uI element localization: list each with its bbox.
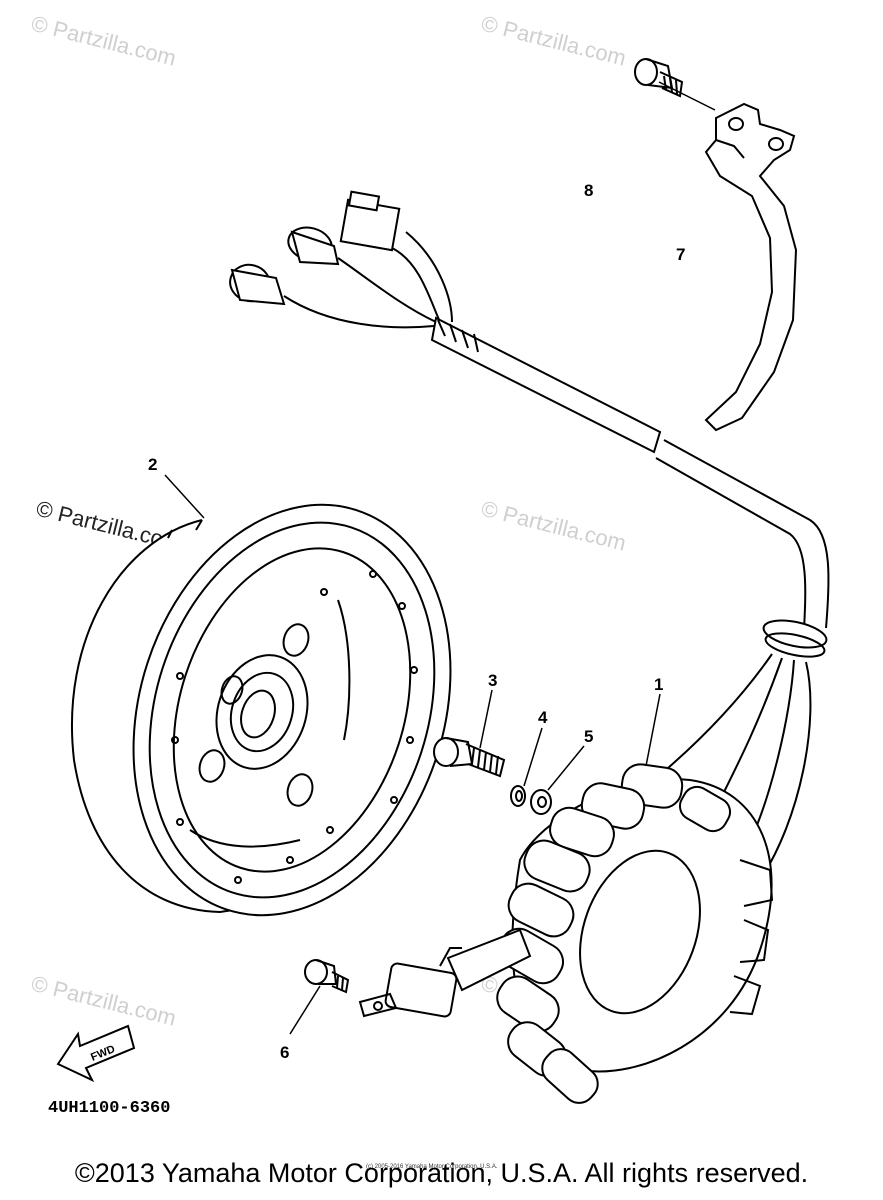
part-8-bolt[interactable] [634, 58, 684, 98]
small-copyright-notice: (c) 2005-2016 Yamaha Motor Corporation, … [366, 1164, 498, 1170]
watermark-text: © Partzilla.com [29, 971, 179, 1031]
callout-1: 1 [654, 675, 663, 694]
part-1-stator-assembly[interactable] [358, 762, 774, 1109]
callout-8: 8 [584, 181, 593, 200]
watermark-text: © Partzilla.com [479, 496, 629, 556]
wire-harness [229, 190, 830, 881]
leader-line [547, 745, 585, 791]
part-7-bracket[interactable] [704, 102, 798, 432]
callout-6: 6 [280, 1043, 289, 1062]
watermark-text: © Partzilla.com [479, 11, 629, 71]
fwd-arrow-icon: FWD [56, 1024, 136, 1083]
leader-line [289, 985, 321, 1035]
part-2-flywheel-rotor[interactable] [71, 463, 501, 956]
part-4-spring-washer[interactable] [510, 785, 526, 807]
part-6-screw[interactable] [304, 959, 350, 994]
watermark-text: © Partzilla.com [29, 11, 179, 71]
part-5-washer[interactable] [530, 789, 552, 815]
callout-2: 2 [148, 455, 157, 474]
diagram-code: 4UH1100-6360 [48, 1099, 170, 1118]
part-3-bolt[interactable] [433, 737, 506, 778]
callout-3: 3 [488, 671, 497, 690]
callout-5: 5 [584, 727, 593, 746]
leader-line [645, 693, 661, 767]
callout-7: 7 [676, 245, 685, 264]
leader-line [523, 727, 543, 787]
leader-line [479, 689, 493, 749]
leader-line [658, 81, 716, 111]
callout-4: 4 [538, 708, 548, 727]
copyright-footer: ©2013 Yamaha Motor Corporation, U.S.A. A… [74, 1158, 809, 1188]
callout-labels: 1 2 3 4 5 6 7 8 [148, 181, 685, 1062]
leader-line [164, 474, 205, 519]
